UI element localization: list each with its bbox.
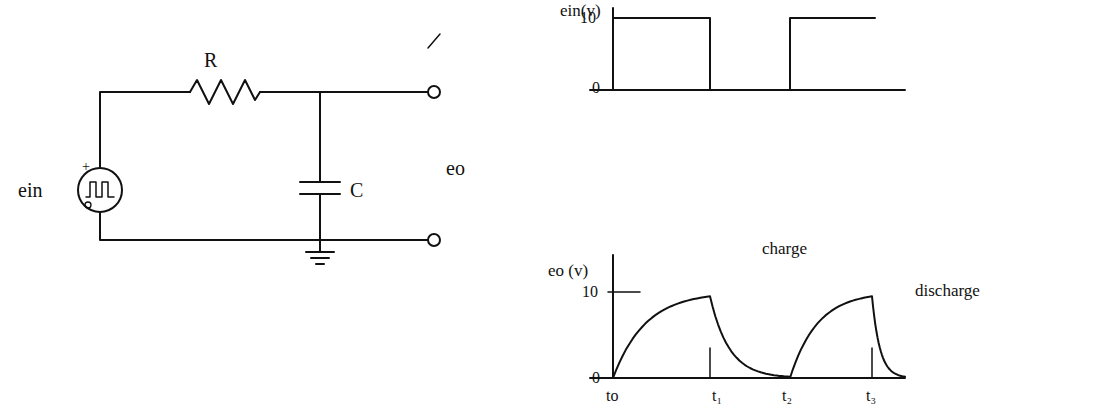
capacitor-symbol (300, 92, 340, 240)
axis-label: eo (v) (548, 262, 588, 279)
ground-symbol (306, 240, 334, 264)
signal-name: eo (446, 158, 465, 178)
polarity-mark: + (82, 160, 90, 174)
resistor-symbol (190, 80, 260, 104)
wire (260, 91, 428, 93)
axis-value: 0 (592, 80, 600, 96)
axis-value: 10 (580, 10, 596, 26)
time-label: to (606, 388, 618, 404)
tick-mark (608, 291, 640, 293)
square-wave-symbol (86, 182, 114, 197)
curve-label: charge (762, 240, 807, 257)
wire (100, 92, 190, 168)
axis-value: 0 (592, 370, 600, 386)
wire (100, 212, 428, 240)
signal-name: ein (18, 180, 42, 200)
component-label: C (350, 180, 363, 200)
terminal-mark (85, 202, 91, 208)
output-terminal (428, 234, 440, 246)
output-terminal (428, 86, 440, 98)
tick-mark (428, 34, 440, 48)
component-label: R (204, 50, 217, 70)
axis (590, 255, 905, 378)
rc-response-curve (613, 296, 905, 378)
square-wave (613, 18, 875, 90)
axis (590, 8, 905, 90)
curve-label: discharge (915, 282, 980, 299)
time-label: t₂ (782, 388, 792, 404)
time-label: t₁ (712, 388, 722, 404)
time-label: t₃ (866, 388, 876, 404)
pulse-source-symbol (78, 168, 122, 212)
axis-value: 10 (582, 284, 598, 300)
